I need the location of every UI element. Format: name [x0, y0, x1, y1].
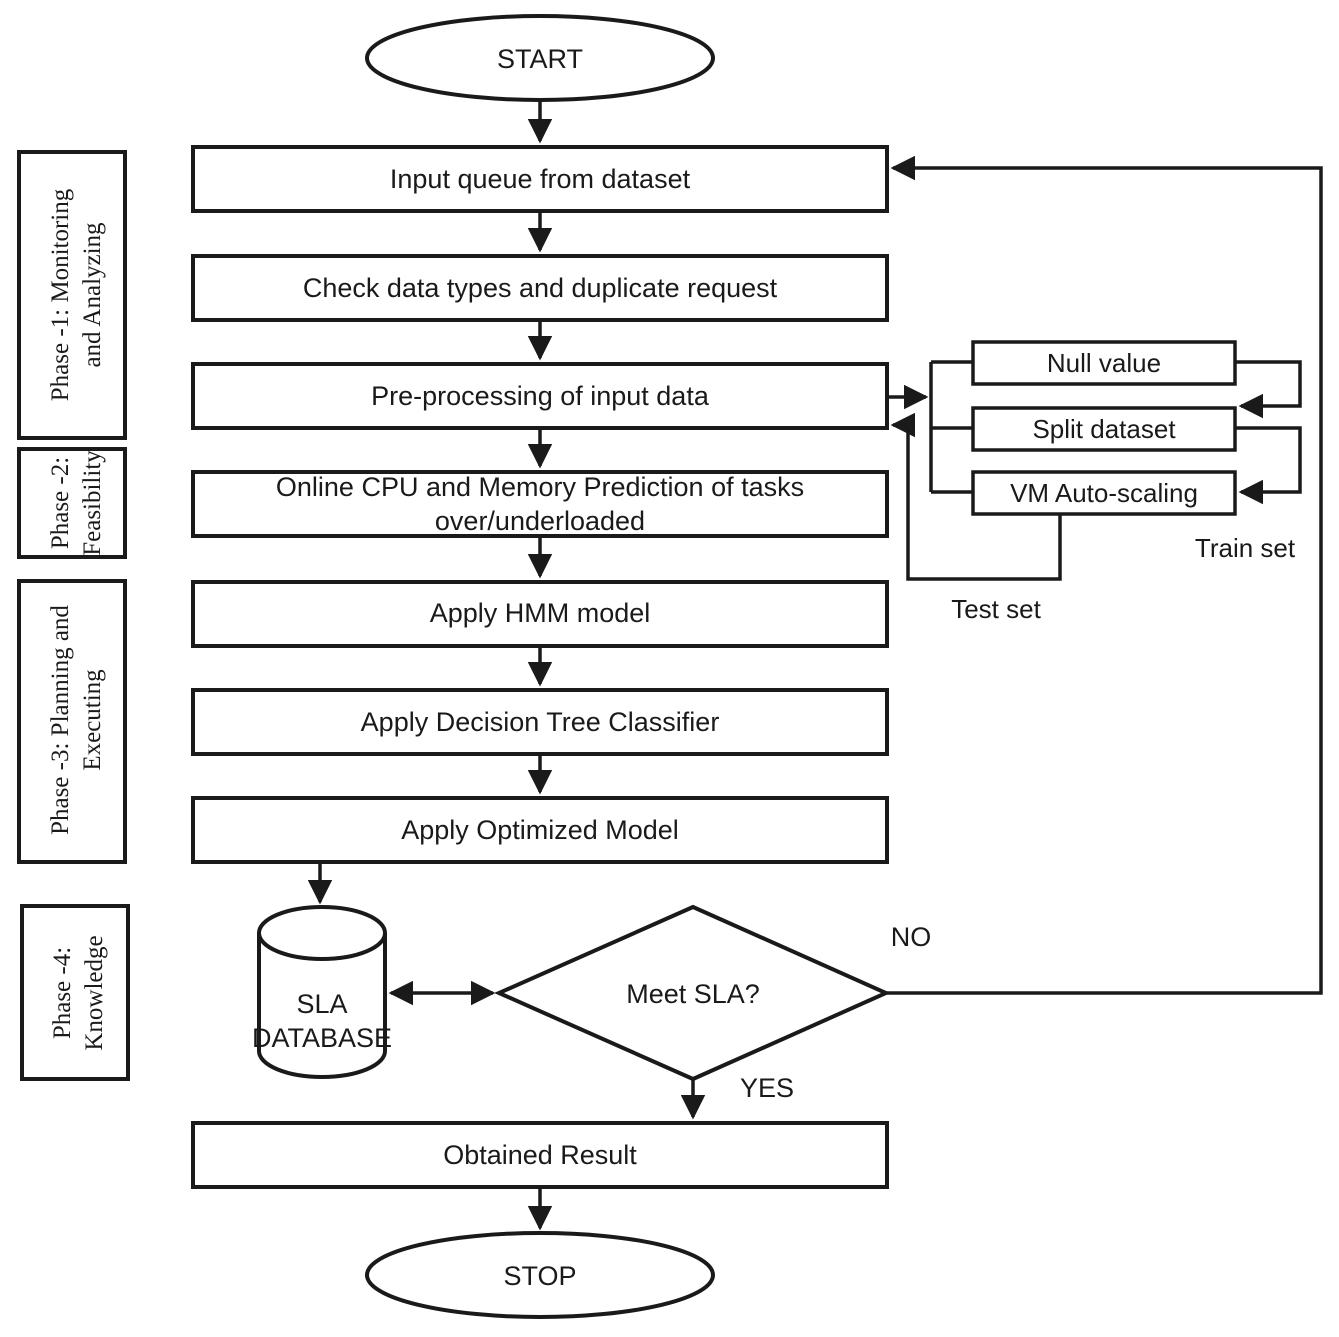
no-label: NO: [891, 922, 932, 952]
phase-3-label-line2: Executing: [79, 669, 106, 771]
phase-4-label-line1: Phase -4:: [49, 947, 76, 1039]
phase-2-label-line1: Phase -2:: [47, 457, 74, 549]
phase-2-label: Phase -2: Feasibility: [17, 447, 127, 559]
arrow-no-loop-to-input: [886, 155, 1323, 995]
yes-label: YES: [740, 1073, 794, 1103]
phase-3-label-line1: Phase -3: Planning and: [47, 605, 74, 835]
stop-label: STOP: [503, 1261, 576, 1291]
result-box: Obtained Result: [191, 1121, 889, 1189]
null-value-box: Null value: [971, 340, 1237, 386]
prediction-box: Online CPU and Memory Prediction of task…: [191, 470, 889, 538]
decision-tree-label: Apply Decision Tree Classifier: [361, 707, 720, 737]
input-queue-box: Input queue from dataset: [191, 145, 889, 213]
phase-1-label-line1: Phase -1: Monitoring: [47, 188, 74, 401]
null-value-label: Null value: [1047, 348, 1161, 378]
phase-3-label: Phase -3: Planning and Executing: [17, 579, 127, 864]
result-label: Obtained Result: [443, 1140, 637, 1170]
hmm-label: Apply HMM model: [430, 598, 651, 628]
hmm-box: Apply HMM model: [191, 580, 889, 648]
phase-1-label: Phase -1: Monitoring and Analyzing: [17, 150, 127, 440]
optimized-box: Apply Optimized Model: [191, 796, 889, 864]
stop-node: STOP: [365, 1231, 715, 1319]
arrow-test-set-return: [890, 412, 1062, 581]
optimized-label: Apply Optimized Model: [401, 815, 679, 845]
preprocess-box: Pre-processing of input data: [191, 362, 889, 430]
check-types-box: Check data types and duplicate request: [191, 254, 889, 322]
arrow-null-to-split: [1235, 360, 1302, 419]
decision-label: Meet SLA?: [626, 979, 760, 1009]
vm-autoscaling-box: VM Auto-scaling: [971, 470, 1237, 516]
decision-tree-box: Apply Decision Tree Classifier: [191, 688, 889, 756]
preprocess-label: Pre-processing of input data: [371, 381, 710, 411]
phase-4-label-line2: Knowledge: [81, 935, 108, 1050]
check-types-label: Check data types and duplicate request: [303, 273, 778, 303]
train-set-label: Train set: [1195, 533, 1296, 563]
test-set-label: Test set: [951, 594, 1041, 624]
split-dataset-box: Split dataset: [971, 406, 1237, 452]
start-node: START: [365, 14, 715, 102]
database-label-line2: DATABASE: [252, 1023, 392, 1053]
prediction-label-line1: Online CPU and Memory Prediction of task…: [276, 472, 804, 502]
arrow-split-to-vm: [1235, 426, 1302, 505]
database-label-line1: SLA: [296, 989, 347, 1019]
split-dataset-label: Split dataset: [1032, 414, 1176, 444]
phase-1-label-line2: and Analyzing: [79, 222, 106, 368]
decision-node: Meet SLA?: [494, 904, 891, 1082]
input-queue-label: Input queue from dataset: [390, 164, 691, 194]
sla-database: SLA DATABASE: [252, 905, 392, 1079]
phase-2-label-line2: Feasibility: [79, 450, 106, 556]
start-label: START: [497, 44, 583, 74]
prediction-label-line2: over/underloaded: [435, 506, 645, 536]
vm-autoscaling-label: VM Auto-scaling: [1010, 478, 1198, 508]
phase-4-label: Phase -4: Knowledge: [20, 904, 130, 1081]
